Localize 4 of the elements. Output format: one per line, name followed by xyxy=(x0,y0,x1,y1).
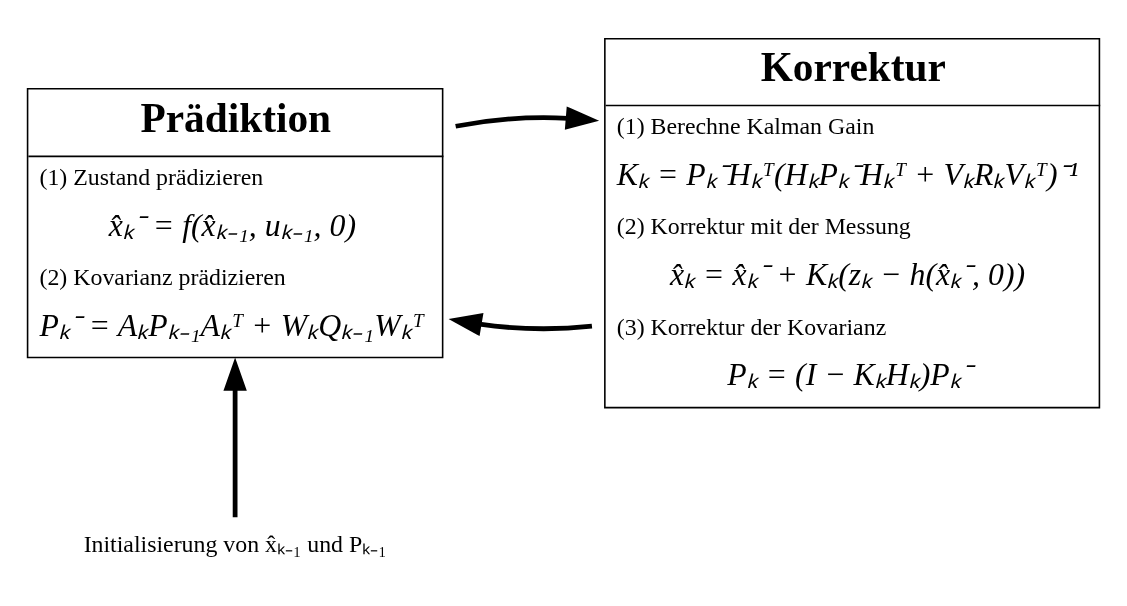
arrow xyxy=(448,312,593,336)
arrow xyxy=(223,356,247,517)
node-text: Initialisierung von x̂ₖ₋₁ und Pₖ₋₁ xyxy=(83,530,387,557)
arrow xyxy=(455,105,600,130)
